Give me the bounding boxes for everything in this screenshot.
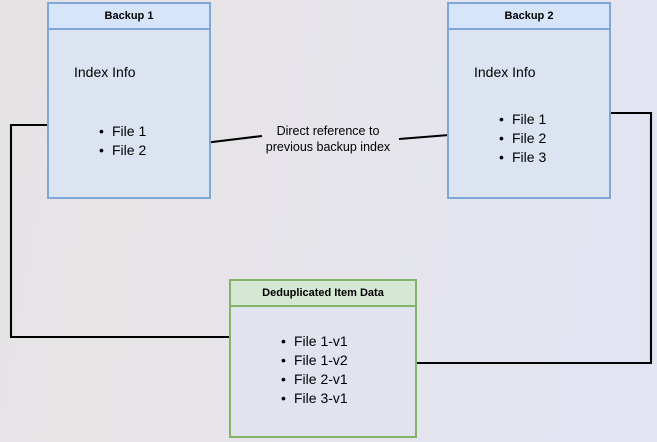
- dedup-title: Deduplicated Item Data: [231, 281, 415, 307]
- dedup-body: File 1-v1 File 1-v2 File 2-v1 File 3-v1: [231, 307, 415, 436]
- backup-2-file-list: File 1 File 2 File 3: [498, 110, 546, 167]
- backup-1-body: Index Info File 1 File 2: [49, 30, 209, 197]
- list-item: File 1-v1: [281, 332, 348, 351]
- backup-2-body: Index Info File 1 File 2 File 3: [449, 30, 609, 197]
- list-item: File 3-v1: [281, 389, 348, 408]
- deduplicated-item-data-box[interactable]: Deduplicated Item Data File 1-v1 File 1-…: [229, 279, 417, 438]
- direct-reference-note: Direct reference to previous backup inde…: [265, 124, 391, 154]
- list-item: File 2-v1: [281, 370, 348, 389]
- dedup-item-list: File 1-v1 File 1-v2 File 2-v1 File 3-v1: [280, 332, 348, 408]
- backup-1-title: Backup 1: [49, 4, 209, 30]
- backup-2-box[interactable]: Backup 2 Index Info File 1 File 2 File 3: [447, 2, 611, 199]
- backup-2-index-label: Index Info: [474, 64, 536, 80]
- list-item: File 1: [99, 122, 146, 141]
- backup-1-file-list: File 1 File 2: [98, 122, 146, 160]
- list-item: File 1-v2: [281, 351, 348, 370]
- list-item: File 1: [499, 110, 546, 129]
- backup-1-box[interactable]: Backup 1 Index Info File 1 File 2: [47, 2, 211, 199]
- backup-1-index-label: Index Info: [74, 64, 136, 80]
- backup-2-title: Backup 2: [449, 4, 609, 30]
- list-item: File 3: [499, 148, 546, 167]
- list-item: File 2: [99, 141, 146, 160]
- list-item: File 2: [499, 129, 546, 148]
